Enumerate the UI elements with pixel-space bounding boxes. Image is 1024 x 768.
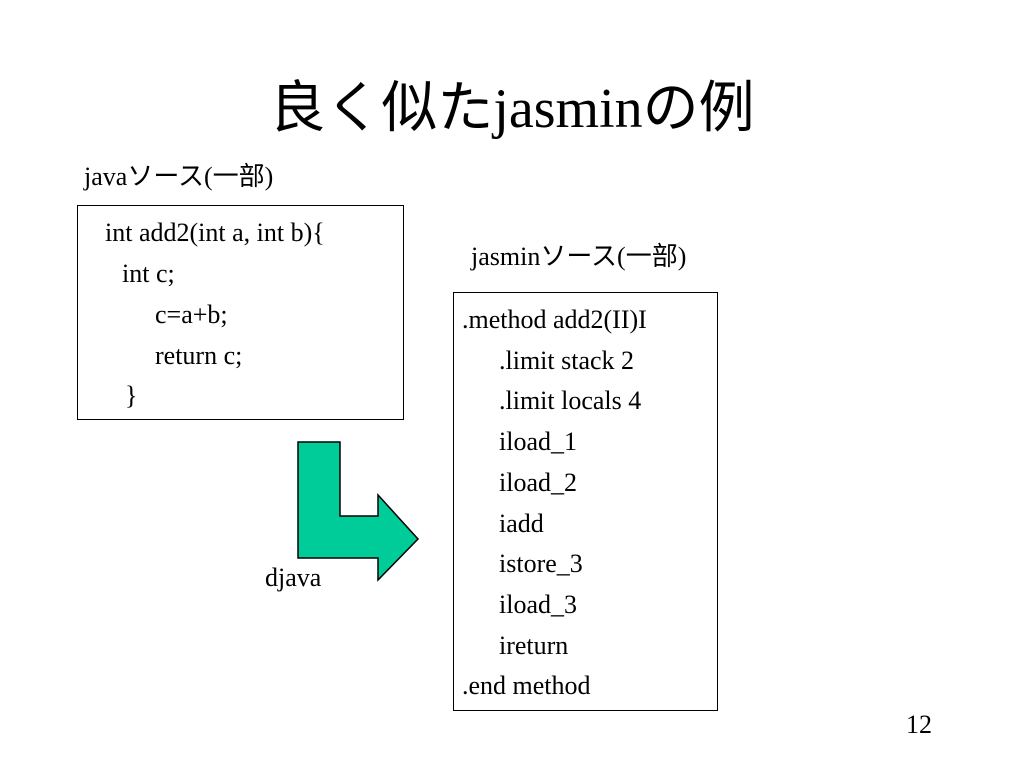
java-label-paren: (一部) [204, 162, 274, 191]
jasmin-label-jp: ソース [540, 242, 618, 271]
java-code-line: return c; [155, 341, 243, 370]
slide-title: 良く似たjasminの例 [0, 76, 1024, 142]
jasmin-code-line: iload_3 [499, 590, 577, 619]
jasmin-code-box: .method add2(II)I .limit stack 2 .limit … [453, 292, 718, 711]
jasmin-code-line: .method add2(II)I [462, 305, 647, 334]
java-label-jp: ソース [127, 162, 205, 191]
title-jp-suffix: の例 [642, 78, 755, 140]
java-code-line: } [125, 381, 138, 410]
jasmin-code-line: .limit locals 4 [499, 386, 642, 415]
arrow-shape [297, 441, 420, 582]
jasmin-code-line: .limit stack 2 [499, 346, 635, 375]
page-number: 12 [906, 710, 932, 739]
turn-right-arrow-icon [297, 441, 420, 582]
title-jp-prefix: 良く似た [269, 78, 494, 140]
title-latin: jasmin [493, 78, 643, 140]
java-code-box: int add2(int a, int b){ int c; c=a+b; re… [77, 205, 404, 420]
java-source-label: javaソース(一部) [84, 161, 273, 193]
jasmin-code-line: istore_3 [499, 549, 583, 578]
java-label-latin: java [84, 162, 128, 191]
jasmin-code-line: iload_1 [499, 427, 577, 456]
java-code-line: c=a+b; [155, 300, 228, 329]
java-code-line: int c; [122, 259, 175, 288]
jasmin-source-label: jasminソース(一部) [471, 241, 686, 273]
jasmin-label-paren: (一部) [617, 242, 687, 271]
jasmin-code-line: iadd [499, 509, 544, 538]
java-code-line: int add2(int a, int b){ [105, 218, 325, 247]
jasmin-code-line: iload_2 [499, 468, 577, 497]
jasmin-code-line: .end method [462, 671, 591, 700]
jasmin-label-latin: jasmin [471, 242, 541, 271]
jasmin-code-line: ireturn [499, 631, 569, 660]
djava-label: djava [265, 563, 322, 592]
